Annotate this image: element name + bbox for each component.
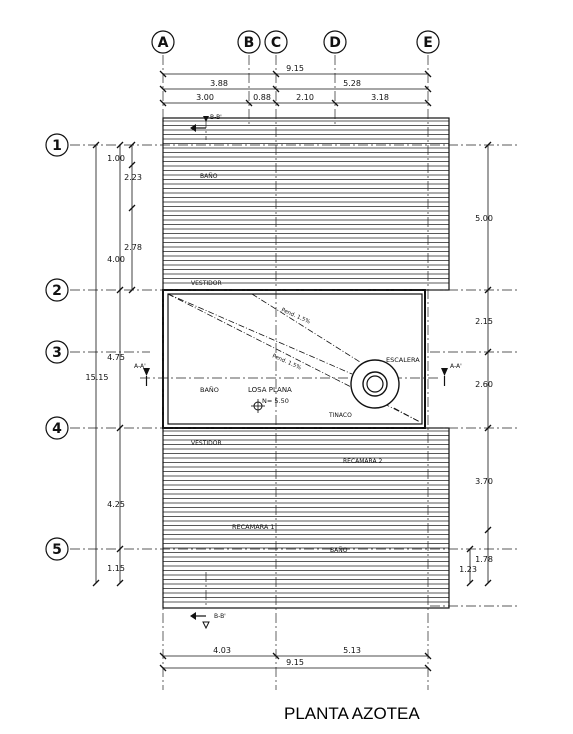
dim-top-sub: 0.88 — [253, 93, 271, 102]
label-tinaco: TINACO — [328, 412, 352, 419]
svg-text:B-B': B-B' — [214, 613, 226, 620]
section-marker-bb-bottom: B-B' — [190, 612, 226, 630]
dim-top-right: 5.28 — [343, 79, 361, 88]
grid-row-bubble: 4 — [45, 416, 69, 440]
dim-left-inner: 1.15 — [107, 564, 125, 573]
grid-axes — [70, 55, 520, 690]
dim-left-inner: 4.25 — [107, 500, 125, 509]
room-label-bano-mid: BAÑO — [200, 385, 219, 394]
roof-hatching-lower — [163, 430, 449, 603]
drawing-title: PLANTA AZOTEA — [284, 704, 420, 723]
dim-right: 2.15 — [475, 317, 493, 326]
room-label-bano-top: BAÑO — [200, 173, 218, 180]
dimension-lines — [95, 73, 489, 669]
slope-label: Pend. 1.5% — [280, 307, 311, 325]
grid-row-bubble: 2 — [45, 278, 69, 302]
dim-left-inner: 4.75 — [107, 353, 125, 362]
svg-text:E: E — [423, 35, 433, 51]
grid-row-bubble: 3 — [45, 340, 69, 364]
svg-text:B: B — [244, 35, 255, 51]
dim-right: 2.60 — [475, 380, 493, 389]
dim-left-inner: 2.78 — [124, 243, 142, 252]
dim-bottom-left: 4.03 — [213, 646, 231, 655]
section-marker-bb-top: B-B' — [190, 114, 222, 132]
dim-top-sub: 3.18 — [371, 93, 389, 102]
grid-row-bubble: 5 — [45, 537, 69, 561]
label-nivel: N= 5.50 — [262, 397, 289, 405]
svg-text:5: 5 — [52, 542, 62, 558]
grid-column-bubble: A — [151, 30, 175, 54]
dim-top-total: 9.15 — [286, 64, 304, 73]
dim-bottom-right: 5.13 — [343, 646, 361, 655]
dim-right: 3.70 — [475, 477, 493, 486]
grid-column-bubble: B — [237, 30, 261, 54]
dim-top-sub: 3.00 — [196, 93, 214, 102]
dim-left-overall: 15.15 — [86, 373, 109, 382]
svg-text:2: 2 — [52, 283, 62, 299]
room-label-recamara-2: RECAMARA 2 — [343, 458, 382, 465]
level-marker — [251, 399, 265, 413]
svg-text:A: A — [158, 35, 169, 51]
grid-column-bubble: D — [323, 30, 347, 54]
room-label-vestidor-bottom: VESTIDOR — [191, 440, 222, 447]
room-label-escalera: ESCALERA — [386, 356, 420, 364]
grid-column-bubble: E — [416, 30, 440, 54]
roof-hatching-upper — [163, 120, 449, 284]
section-marker-aa-right: A-A' — [441, 363, 462, 386]
dim-bottom-total: 9.15 — [286, 658, 304, 667]
dim-right: 5.00 — [475, 214, 493, 223]
svg-text:C: C — [271, 35, 281, 51]
section-marker-aa-left: A-A' — [134, 363, 150, 386]
dim-top-sub: 2.10 — [296, 93, 314, 102]
tinaco-symbol — [350, 359, 400, 409]
grid-column-bubble: C — [264, 30, 288, 54]
svg-text:B-B': B-B' — [210, 114, 222, 121]
svg-text:A-A': A-A' — [450, 363, 462, 370]
dim-top-left: 3.88 — [210, 79, 228, 88]
dim-right: 1.78 — [475, 555, 493, 564]
dim-left-inner: 2.23 — [124, 173, 142, 182]
room-label-recamara-1: RECAMARA 1 — [232, 523, 275, 531]
dim-left-inner: 1.00 — [107, 154, 125, 163]
dim-right-extra: 1.23 — [459, 565, 477, 574]
svg-text:3: 3 — [52, 345, 62, 361]
dimension-ticks — [92, 70, 492, 672]
dim-left-inner: 4.00 — [107, 255, 125, 264]
label-losa-plana: LOSA PLANA — [248, 386, 292, 394]
room-label-bano-bottom: BAÑO — [330, 547, 348, 554]
svg-text:A-A': A-A' — [134, 363, 146, 370]
svg-text:4: 4 — [52, 421, 62, 437]
svg-text:D: D — [329, 35, 341, 51]
grid-row-bubble: 1 — [45, 133, 69, 157]
svg-text:1: 1 — [52, 138, 62, 154]
room-label-vestidor-top: VESTIDOR — [191, 280, 222, 287]
